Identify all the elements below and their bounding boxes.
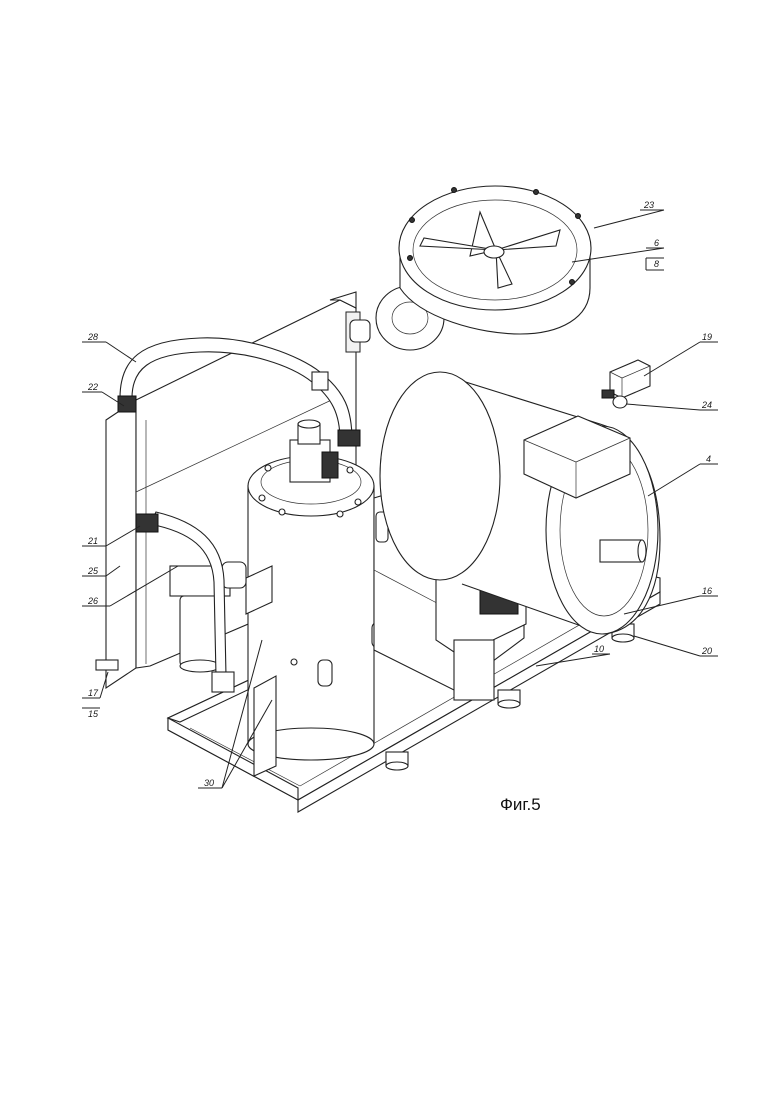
callout-16: 16 <box>702 586 712 596</box>
callout-19: 19 <box>702 332 712 342</box>
callout-4: 4 <box>706 454 711 464</box>
callout-24: 24 <box>701 400 712 410</box>
callout-30: 30 <box>204 778 214 788</box>
callout-21: 21 <box>87 536 98 546</box>
callout-26: 26 <box>87 596 98 606</box>
callout-25: 25 <box>87 566 99 576</box>
figure-caption: Фиг.5 <box>500 795 541 814</box>
callout-17: 17 <box>88 688 99 698</box>
callout-8: 8 <box>654 259 659 269</box>
callout-10: 10 <box>594 644 604 654</box>
mount-2 <box>498 690 520 708</box>
fan <box>376 186 591 350</box>
pressure-switch <box>602 360 650 408</box>
callout-6: 6 <box>654 238 659 248</box>
callout-15: 15 <box>88 709 99 719</box>
callout-22: 22 <box>87 382 98 392</box>
callout-23: 23 <box>643 200 654 210</box>
mount-1 <box>386 752 408 770</box>
callout-20: 20 <box>701 646 712 656</box>
callout-28: 28 <box>87 332 98 342</box>
